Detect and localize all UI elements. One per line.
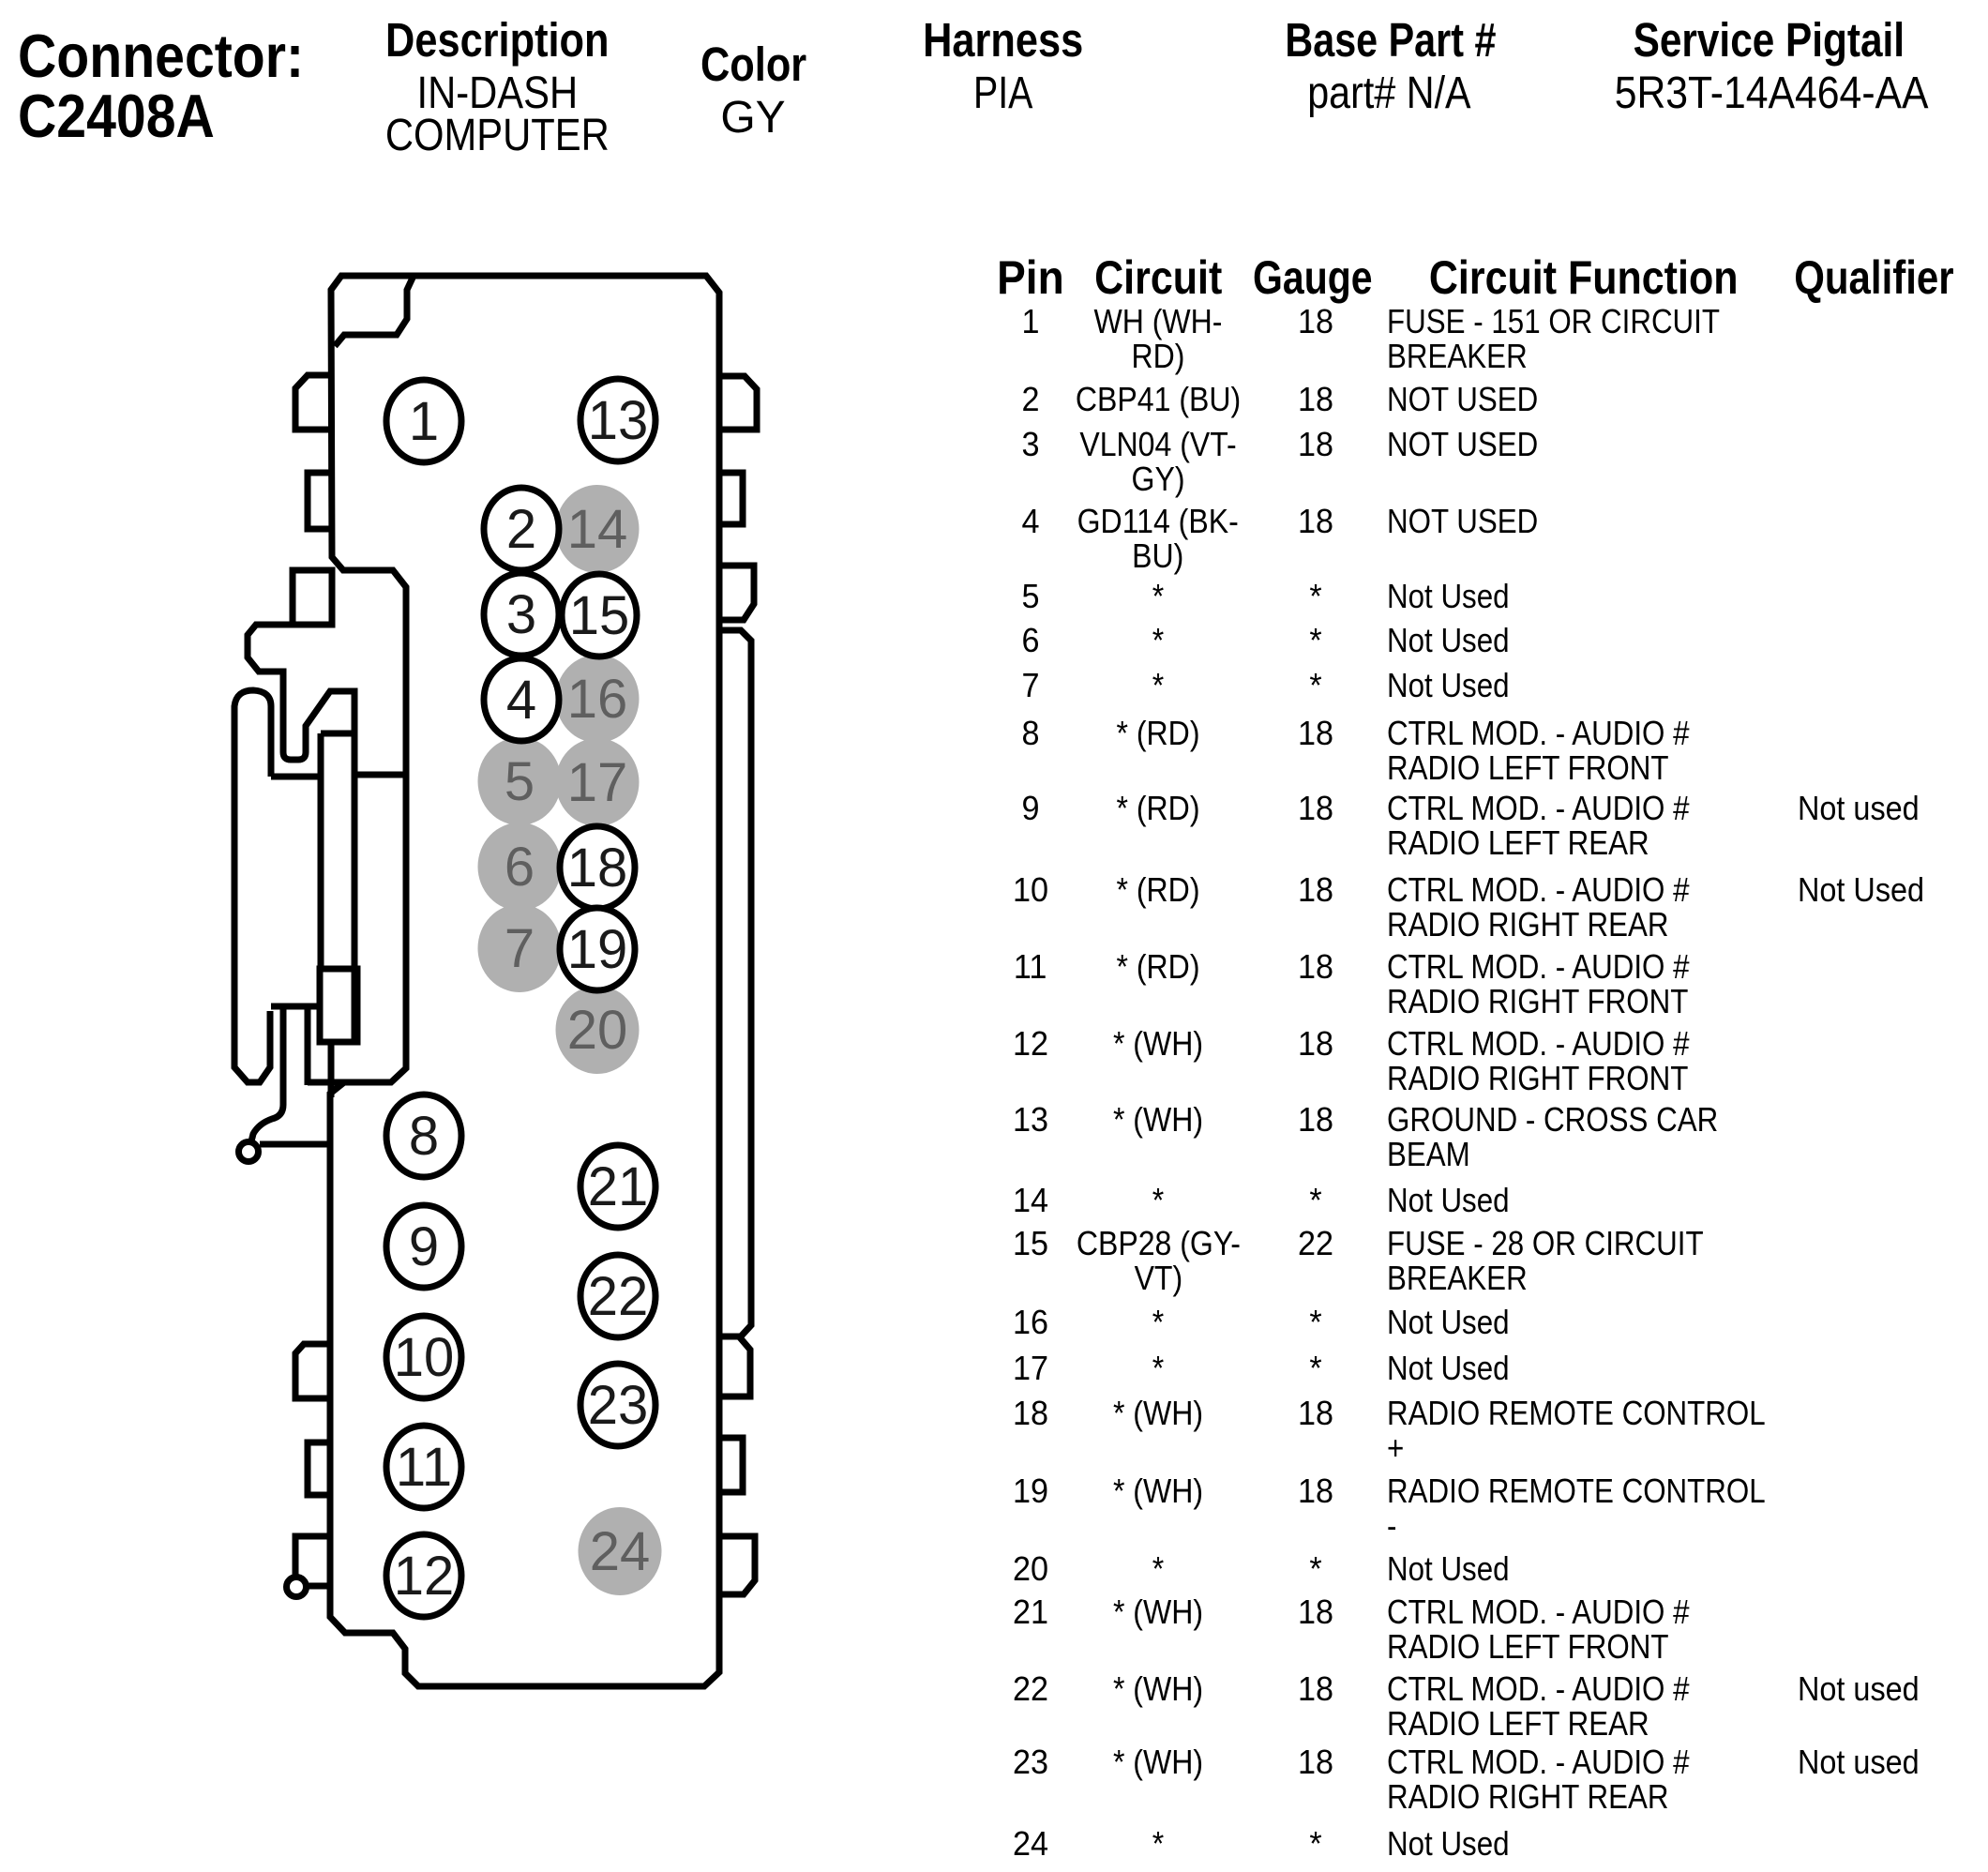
svg-text:20: 20	[567, 1000, 628, 1061]
svg-text:12: 12	[394, 1546, 455, 1607]
svg-text:11: 11	[396, 1437, 452, 1498]
svg-text:7: 7	[505, 918, 535, 979]
svg-text:18: 18	[567, 838, 628, 898]
svg-text:4: 4	[506, 670, 536, 731]
svg-text:14: 14	[567, 499, 628, 560]
svg-text:2: 2	[506, 499, 536, 560]
svg-text:3: 3	[506, 584, 536, 645]
svg-text:24: 24	[590, 1521, 651, 1582]
svg-text:5: 5	[505, 751, 535, 812]
svg-text:13: 13	[588, 390, 649, 451]
svg-text:6: 6	[505, 837, 535, 898]
svg-text:19: 19	[567, 919, 628, 980]
svg-text:21: 21	[588, 1156, 649, 1217]
svg-text:9: 9	[409, 1216, 439, 1277]
svg-text:23: 23	[588, 1375, 649, 1436]
svg-text:1: 1	[409, 391, 439, 452]
svg-text:22: 22	[588, 1266, 649, 1327]
svg-text:15: 15	[569, 585, 630, 646]
svg-text:17: 17	[567, 752, 628, 813]
svg-text:16: 16	[567, 669, 628, 730]
svg-text:10: 10	[394, 1327, 455, 1388]
svg-text:8: 8	[409, 1106, 439, 1167]
